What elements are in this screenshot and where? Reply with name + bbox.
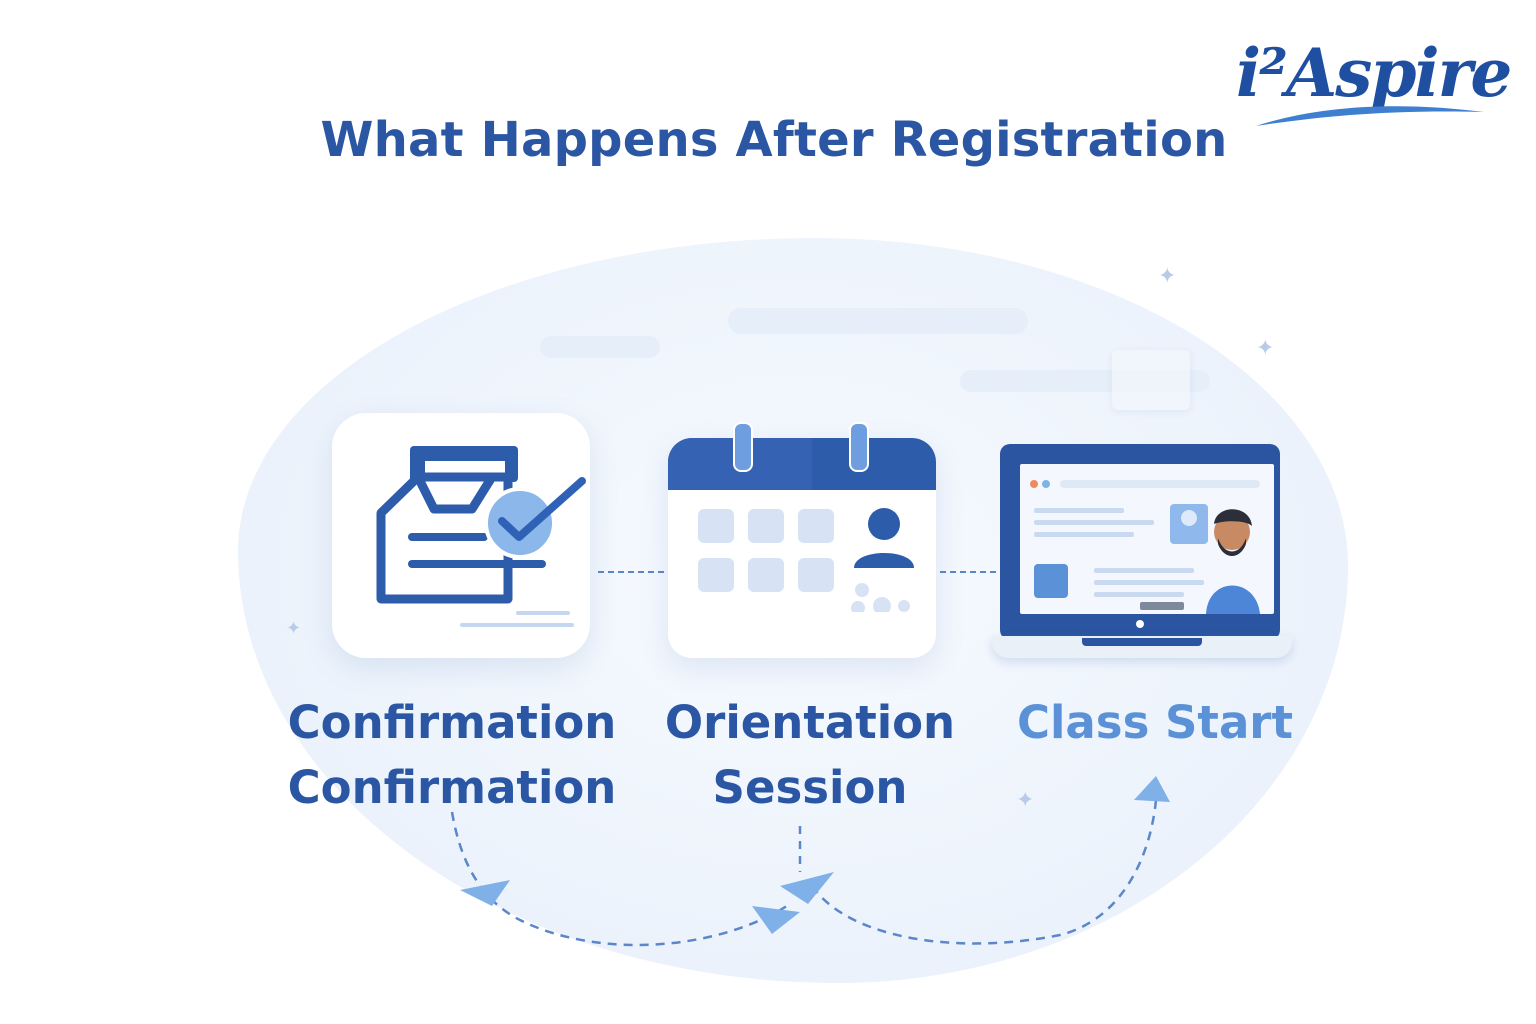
arrowhead-icon <box>780 872 834 904</box>
arrowhead-icon <box>752 906 800 934</box>
step-label-orientation: Orientation Session <box>660 690 960 820</box>
step-label-line: Session <box>712 761 908 814</box>
flow-arrow-path <box>810 799 1158 945</box>
sparkle-icon: ✦ <box>1016 788 1035 813</box>
calendar-day-cell <box>698 558 734 592</box>
laptop-screen <box>1020 464 1274 614</box>
step-label-line: Orientation <box>664 696 956 749</box>
step-label-line: Confirmation <box>287 761 617 814</box>
calendar-ring <box>849 422 869 472</box>
calendar-day-cell <box>798 509 834 543</box>
connector-line <box>940 571 996 573</box>
person-icon <box>851 508 914 612</box>
document-check-icon <box>376 446 586 627</box>
laptop-icon <box>992 440 1292 665</box>
calendar-day-cell <box>798 558 834 592</box>
decorative-cloud <box>728 308 1028 334</box>
connector-line <box>598 571 664 573</box>
arrowhead-icon <box>460 880 510 906</box>
calendar-ring <box>733 422 753 472</box>
camera-dot <box>1136 620 1144 628</box>
step-label-line: Class Start <box>1016 696 1294 749</box>
brand-logo: i²Aspire <box>1236 34 1512 134</box>
decorative-note-card <box>1112 350 1190 410</box>
page-title: What Happens After Registration <box>320 112 1228 168</box>
logo-text: i²Aspire <box>1236 34 1512 112</box>
video-lesson-icon <box>1030 480 1260 614</box>
laptop-base <box>992 636 1292 658</box>
sparkle-icon: ✦ <box>1158 264 1177 289</box>
confirmation-card <box>332 413 590 658</box>
step-label-class-start: Class Start <box>1010 690 1300 755</box>
step-label-line: Confirmation <box>287 696 617 749</box>
sparkle-icon: ✦ <box>1256 336 1275 361</box>
sparkle-icon: ✦ <box>286 618 302 639</box>
flow-arrow-path <box>450 811 791 947</box>
logo-swoosh <box>1256 106 1484 126</box>
calendar-day-cell <box>698 509 734 543</box>
calendar-day-cell <box>748 558 784 592</box>
calendar-day-cell <box>748 509 784 543</box>
decorative-cloud <box>540 336 660 358</box>
arrowhead-icon <box>1134 776 1170 802</box>
step-label-confirmation: Confirmation Confirmation <box>282 690 622 820</box>
calendar-card <box>668 438 936 658</box>
